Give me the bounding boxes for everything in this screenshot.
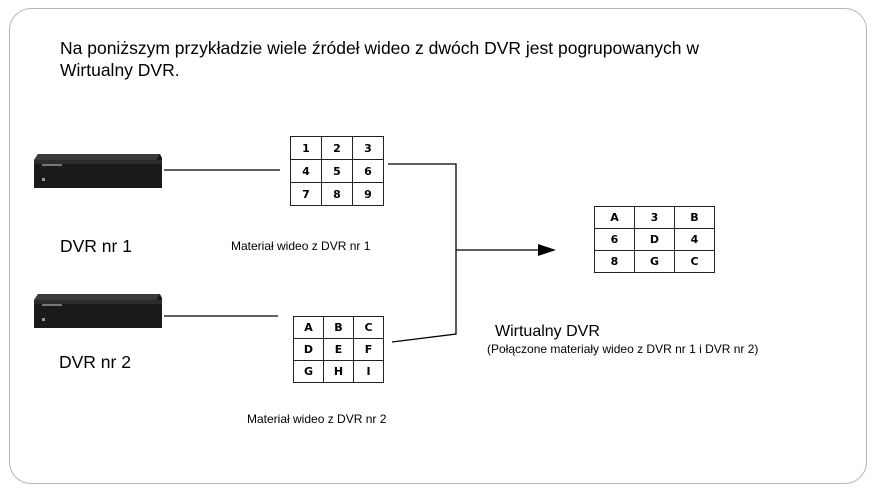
grid-row: 4 5 6 bbox=[290, 159, 384, 183]
virtual-dvr-title: Wirtualny DVR bbox=[495, 323, 600, 340]
grid-cell: C bbox=[353, 316, 384, 339]
grid-row: A 3 B bbox=[594, 206, 715, 229]
dvr-1-label: DVR nr 1 bbox=[60, 236, 132, 256]
grid-row: G H I bbox=[293, 360, 384, 383]
virtual-dvr-subtitle: (Połączone materiały wideo z DVR nr 1 i … bbox=[487, 342, 759, 356]
dvr-2-feed-caption: Materiał wideo z DVR nr 2 bbox=[247, 412, 387, 426]
grid-row: A B C bbox=[293, 316, 384, 339]
grid-cell: I bbox=[353, 360, 384, 383]
grid-2-to-merge-line bbox=[391, 250, 457, 343]
grid-cell: C bbox=[674, 250, 715, 273]
grid-row: 8 G C bbox=[594, 250, 715, 273]
dvr-2-feed-grid: A B C D E F G H I bbox=[293, 316, 384, 383]
dvr-1-feed-grid: 1 2 3 4 5 6 7 8 9 bbox=[290, 136, 384, 206]
grid-row: D E F bbox=[293, 338, 384, 361]
arrow-head-icon bbox=[538, 244, 556, 256]
grid-cell: 5 bbox=[321, 159, 353, 183]
grid-row: 7 8 9 bbox=[290, 182, 384, 206]
grid-cell: 8 bbox=[321, 182, 353, 206]
intro-text: Na poniższym przykładzie wiele źródeł wi… bbox=[60, 38, 700, 80]
diagram-frame bbox=[9, 8, 867, 484]
dvr-1-feed-caption: Materiał wideo z DVR nr 1 bbox=[231, 239, 371, 253]
grid-cell: 7 bbox=[290, 182, 322, 206]
dvr-2-device-icon bbox=[34, 294, 162, 328]
virtual-dvr-grid: A 3 B 6 D 4 8 G C bbox=[594, 206, 715, 273]
grid-cell: 9 bbox=[352, 182, 384, 206]
dvr-2-label: DVR nr 2 bbox=[59, 352, 131, 372]
grid-cell: 1 bbox=[290, 136, 322, 160]
grid-1-to-merge-line bbox=[388, 163, 457, 250]
dvr-1-device-icon bbox=[34, 154, 162, 188]
